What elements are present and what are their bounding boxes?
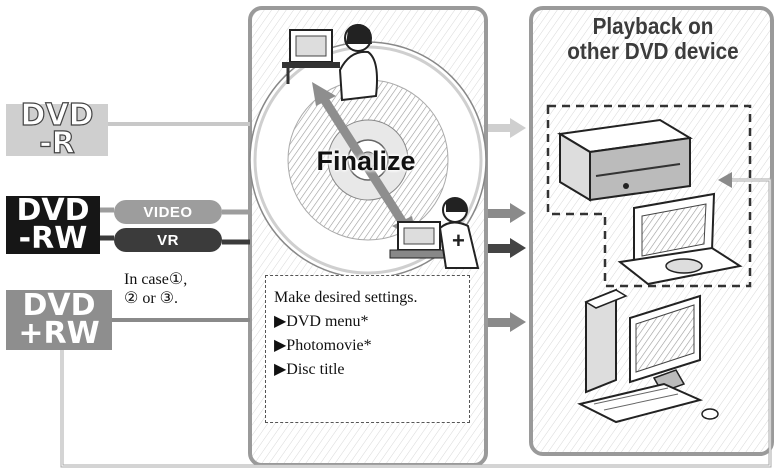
settings-item-disc-title: ▶Disc title xyxy=(274,361,345,378)
dvd-rw-badge: DVD -RW xyxy=(6,195,100,254)
dvd-r-badge: DVD -R xyxy=(6,99,108,159)
playback-title: Playback on other DVD device xyxy=(551,14,754,64)
vr-mode-pill: VR xyxy=(114,228,222,252)
plus-rw-note-line1: In case①, xyxy=(124,271,188,288)
playback-title-line1: Playback on xyxy=(592,13,714,39)
settings-item-photomovie: ▶Photomovie* xyxy=(274,337,372,354)
dvd-player-icon xyxy=(557,118,693,202)
plus-rw-note-line2: ② or ③. xyxy=(124,290,179,307)
settings-title: Make desired settings. xyxy=(274,289,418,306)
laptop-user-icon: + xyxy=(389,197,480,269)
camcorder-user-icon xyxy=(282,24,378,102)
dvd-plus-rw-badge: DVD +RW xyxy=(6,290,112,350)
finalize-label: Finalize xyxy=(316,146,416,176)
video-mode-pill: VIDEO xyxy=(114,200,222,224)
svg-text:+: + xyxy=(452,228,465,253)
desktop-computer-icon xyxy=(577,288,719,424)
device-group-outline xyxy=(546,104,752,288)
settings-box: Make desired settings. ▶DVD menu* ▶Photo… xyxy=(265,275,470,423)
plus-rw-condition-note: In case①, ② or ③. xyxy=(124,270,187,308)
playback-title-line2: other DVD device xyxy=(567,38,739,64)
return-loop-arrow xyxy=(60,172,772,468)
portable-dvd-player-icon xyxy=(617,192,743,286)
source-arrows xyxy=(100,122,250,322)
output-arrows xyxy=(488,118,526,332)
settings-item-dvd-menu: ▶DVD menu* xyxy=(274,313,369,330)
